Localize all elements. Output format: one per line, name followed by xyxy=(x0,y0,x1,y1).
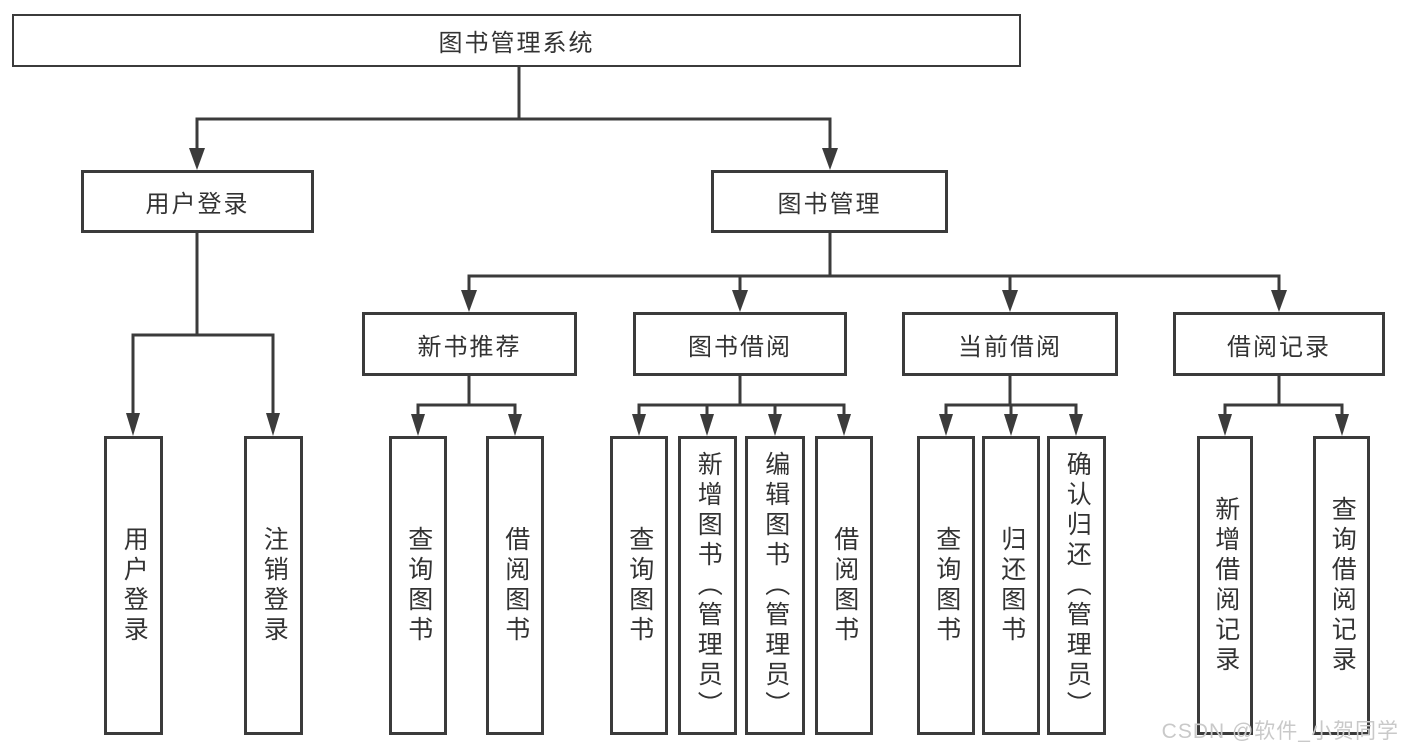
csdn-watermark: CSDN @软件_小贺同学 xyxy=(1161,720,1399,743)
node-book-borrowing: 图书借阅 xyxy=(633,312,847,376)
new-book-recommend-branch xyxy=(411,376,522,436)
node-new-book-recommend: 新书推荐 xyxy=(362,312,577,376)
leaf-return-books-label: 归还图书 xyxy=(997,525,1026,646)
leaf-borrow-books-recommend-label: 借阅图书 xyxy=(501,525,530,646)
leaf-query-books-borrowing: 查询图书 xyxy=(610,436,668,735)
book-borrowing-branch xyxy=(632,376,851,436)
node-user-login: 用户登录 xyxy=(81,170,314,233)
leaf-confirm-return-admin: 确认归还（管理员） xyxy=(1047,436,1106,735)
leaf-edit-books-admin: 编辑图书（管理员） xyxy=(745,436,805,735)
leaf-query-books-current: 查询图书 xyxy=(917,436,975,735)
user-login-branch xyxy=(126,233,280,436)
node-root: 图书管理系统 xyxy=(12,14,1021,67)
leaf-query-borrow-record: 查询借阅记录 xyxy=(1313,436,1370,735)
current-borrowing-branch xyxy=(939,376,1083,436)
leaf-logout-label: 注销登录 xyxy=(260,525,289,646)
node-root-label: 图书管理系统 xyxy=(438,30,595,57)
leaf-query-books-recommend: 查询图书 xyxy=(389,436,447,735)
leaf-return-books: 归还图书 xyxy=(982,436,1040,735)
borrowing-records-branch xyxy=(1218,376,1349,436)
leaf-user-login-label: 用户登录 xyxy=(120,525,149,646)
leaf-confirm-return-admin-label: 确认归还（管理员） xyxy=(1063,450,1092,721)
leaf-add-borrow-record: 新增借阅记录 xyxy=(1197,436,1253,735)
node-current-borrowing-label: 当前借阅 xyxy=(958,333,1062,361)
leaf-borrow-books-label: 借阅图书 xyxy=(830,525,859,646)
leaf-add-books-admin: 新增图书（管理员） xyxy=(678,436,737,735)
node-borrowing-records-label: 借阅记录 xyxy=(1227,333,1331,361)
leaf-user-login: 用户登录 xyxy=(104,436,163,735)
leaf-borrow-books-recommend: 借阅图书 xyxy=(486,436,544,735)
node-user-login-label: 用户登录 xyxy=(145,191,250,218)
leaf-logout: 注销登录 xyxy=(244,436,303,735)
leaf-query-books-current-label: 查询图书 xyxy=(932,525,961,646)
node-book-management: 图书管理 xyxy=(711,170,948,233)
root-branch xyxy=(189,67,838,170)
node-book-borrowing-label: 图书借阅 xyxy=(688,333,792,361)
node-new-book-recommend-label: 新书推荐 xyxy=(417,333,522,361)
leaf-edit-books-admin-label: 编辑图书（管理员） xyxy=(761,450,790,721)
leaf-query-books-borrowing-label: 查询图书 xyxy=(625,525,654,646)
node-current-borrowing: 当前借阅 xyxy=(902,312,1118,376)
leaf-add-books-admin-label: 新增图书（管理员） xyxy=(694,450,723,721)
leaf-borrow-books: 借阅图书 xyxy=(815,436,873,735)
leaf-query-borrow-record-label: 查询借阅记录 xyxy=(1328,495,1357,676)
node-book-management-label: 图书管理 xyxy=(777,191,882,218)
node-borrowing-records: 借阅记录 xyxy=(1173,312,1385,376)
leaf-query-books-recommend-label: 查询图书 xyxy=(404,525,433,646)
leaf-add-borrow-record-label: 新增借阅记录 xyxy=(1211,495,1240,676)
book-management-branch xyxy=(461,233,1287,312)
